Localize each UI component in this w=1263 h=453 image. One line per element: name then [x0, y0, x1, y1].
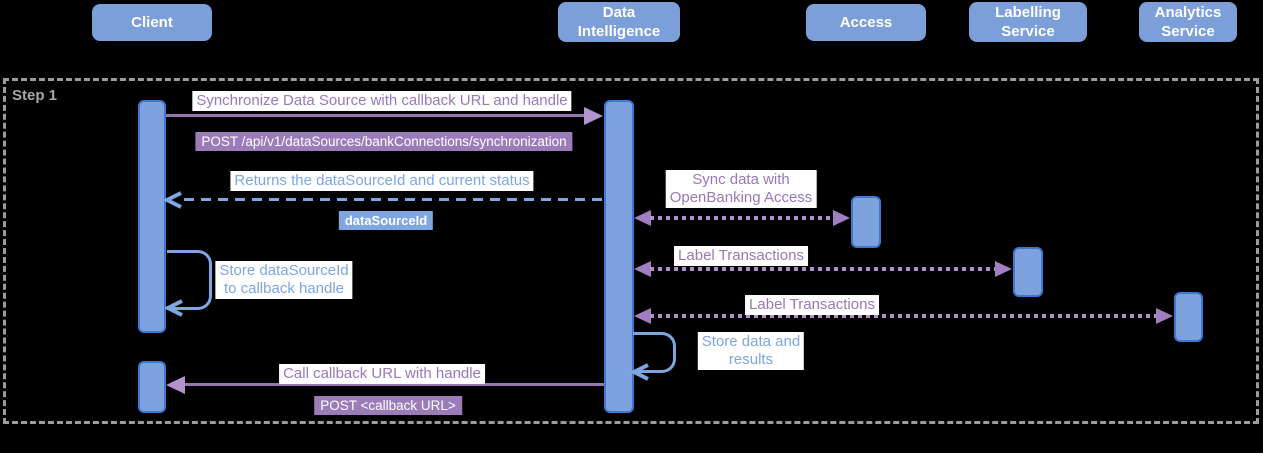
message-store-datasource: Store dataSourceId to callback handle [215, 261, 353, 299]
self-loop-data-intelligence [633, 332, 676, 373]
activation-client-2 [138, 361, 166, 413]
message-line: to callback handle [223, 280, 345, 297]
message-callback: Call callback URL with handle [279, 364, 485, 384]
participant-label: Data Intelligence [577, 4, 661, 40]
arrow-line-sync-access [650, 216, 833, 220]
badge-callback-endpoint: POST <callback URL> [314, 396, 462, 415]
arrow-line-label-transactions-1 [650, 267, 995, 271]
arrowhead-left-icon [633, 209, 653, 229]
arrow-line-sync-response [184, 198, 604, 201]
badge-sync-endpoint: POST /api/v1/dataSources/bankConnections… [195, 132, 573, 151]
arrowhead-left-icon [164, 190, 184, 210]
participant-client: Client [92, 4, 212, 41]
activation-data-intelligence [604, 100, 634, 413]
message-line: Sync data with [692, 171, 790, 188]
message-label-transactions-2: Label Transactions [745, 295, 879, 315]
activation-analytics-service [1174, 292, 1203, 342]
arrow-line-callback [184, 383, 604, 386]
arrowhead-right-icon [1156, 307, 1176, 327]
participant-data-intelligence: Data Intelligence [558, 2, 680, 42]
participant-label: Labelling Service [995, 4, 1061, 40]
arrowhead-left-icon [631, 362, 651, 382]
message-store-results: Store data and results [697, 332, 805, 370]
arrowhead-left-icon [165, 298, 185, 318]
participant-label: Analytics Service [1154, 4, 1222, 40]
arrow-line-sync-request [166, 114, 586, 117]
self-loop-client [167, 250, 212, 310]
participant-label: Client [131, 14, 173, 31]
message-sync-request: Synchronize Data Source with callback UR… [192, 91, 572, 111]
arrowhead-left-icon [633, 307, 653, 327]
arrowhead-right-icon [584, 106, 604, 126]
message-line: Store data and [701, 333, 801, 350]
arrowhead-right-icon [833, 209, 853, 229]
badge-datasourceid: dataSourceId [338, 211, 434, 230]
participant-labelling-service: Labelling Service [969, 2, 1087, 42]
message-label-transactions-1: Label Transactions [674, 246, 808, 266]
arrow-line-label-transactions-2 [650, 314, 1156, 318]
message-line: results [728, 351, 774, 368]
activation-access [851, 196, 881, 248]
message-line: Store dataSourceId [219, 262, 349, 279]
step-frame [3, 78, 1259, 424]
message-line: OpenBanking Access [669, 189, 813, 206]
participant-label: Access [839, 14, 893, 31]
message-sync-access: Sync data with OpenBanking Access [665, 170, 817, 208]
arrowhead-left-icon [633, 260, 653, 280]
arrowhead-right-icon [995, 260, 1015, 280]
message-sync-response: Returns the dataSourceId and current sta… [230, 171, 534, 191]
participant-access: Access [806, 4, 926, 41]
arrowhead-left-icon [165, 375, 185, 395]
step-frame-label: Step 1 [12, 87, 58, 104]
participant-analytics-service: Analytics Service [1139, 2, 1237, 42]
activation-labelling-service [1013, 247, 1043, 297]
activation-client-1 [138, 100, 166, 333]
